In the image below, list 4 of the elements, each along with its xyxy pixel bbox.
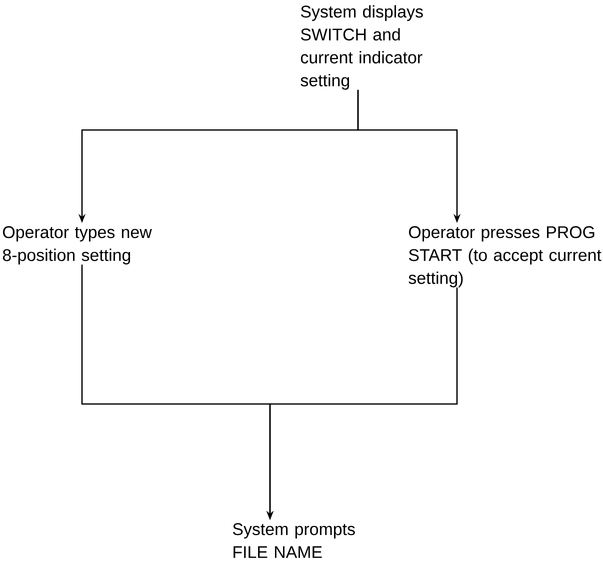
step-text: System prompts FILE NAME: [232, 523, 355, 558]
step-text: System displays SWITCH and current indicator setting: [300, 5, 423, 90]
step-text: Operator types new 8-position setting: [2, 226, 152, 264]
step-text: Operator presses PROG START (to accept current setting): [408, 226, 602, 288]
